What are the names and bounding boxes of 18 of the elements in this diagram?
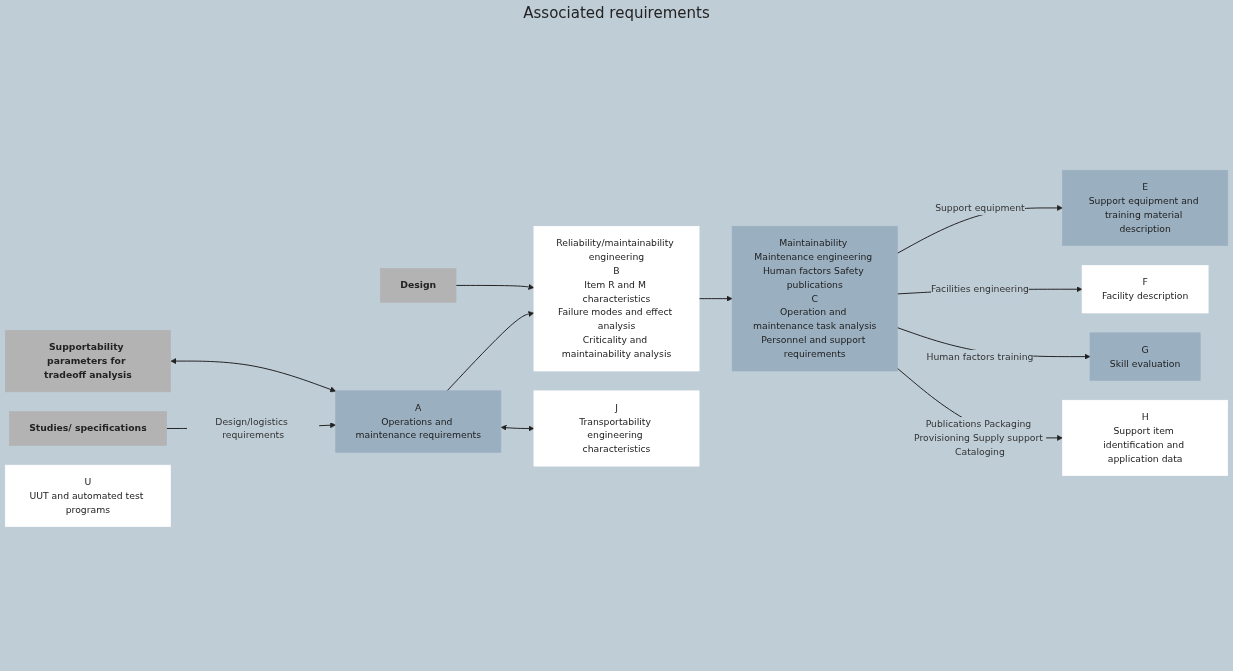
node-box: Studies/ specifications	[8, 411, 167, 446]
node-box: G Skill evaluation	[1089, 332, 1201, 381]
node-box: E Support equipment and training material description	[1062, 170, 1229, 246]
edge-label: Publications Packaging Provisioning Supply support Cataloging	[914, 418, 1043, 457]
node-box: Reliability/maintainability engineering B Item R and M characteristics Failure modes and effect analysis Criticality and maintainability analysis	[533, 226, 700, 372]
edge-label: Design/logistics requirements	[215, 415, 288, 441]
node-box: Maintainability Maintenance engineering Human factors Safety publications C Operation and maintenance task analysis Personnel and support requirements	[731, 226, 898, 372]
note-label: Associated requirements	[523, 4, 710, 22]
node-box: Supportability parameters for tradeoff analysis	[4, 330, 171, 393]
node-box: J Transportability engineering characteristics	[533, 390, 700, 467]
edge-label: Support equipment	[935, 202, 1025, 213]
node-box: U UUT and automated test programs	[4, 464, 171, 527]
node-box: A Operations and maintenance requirements	[335, 390, 502, 453]
node-box: F Facility description	[1081, 265, 1209, 314]
node-box: Design	[380, 268, 457, 303]
node-box: H Support item identification and application data	[1062, 399, 1229, 476]
edge-label: Human factors training	[926, 351, 1034, 362]
edge-label: Facilities engineering	[930, 283, 1029, 295]
